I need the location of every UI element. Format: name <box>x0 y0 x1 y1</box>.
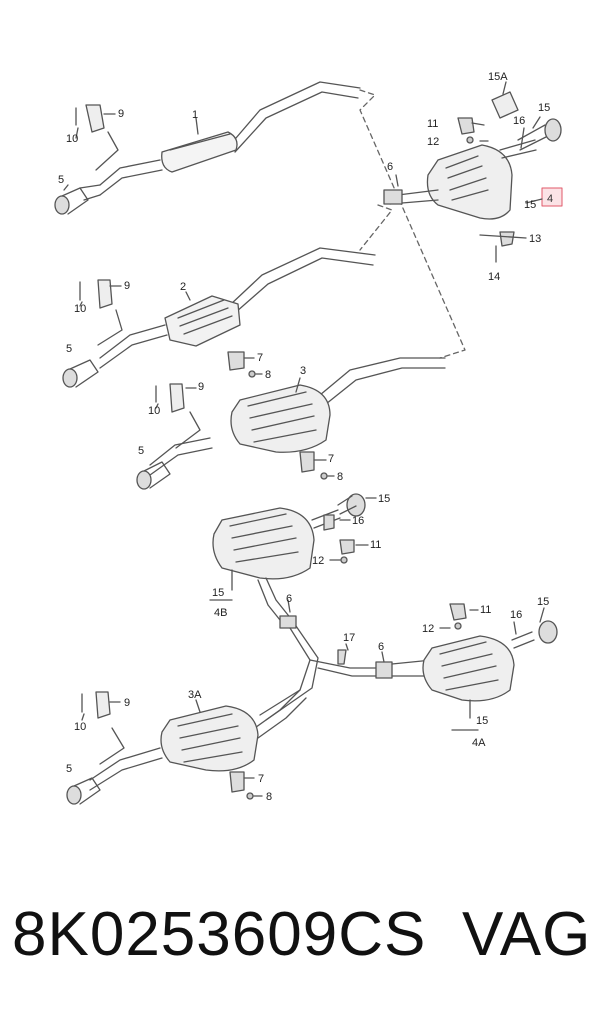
exhaust-parts-diagram: 1 9 10 5 15A 15 11 16 12 6 15 4 13 14 2 … <box>54 71 563 805</box>
label-9c: 9 <box>198 381 204 393</box>
label-5d: 5 <box>66 763 72 775</box>
front-pipe-assembly-3 <box>136 357 446 490</box>
label-6: 6 <box>387 161 393 173</box>
label-7: 7 <box>257 352 263 364</box>
label-8: 8 <box>265 369 271 381</box>
label-5: 5 <box>58 174 64 186</box>
rear-muffler-assembly-4 <box>383 81 563 263</box>
label-15b: 15 <box>524 199 536 211</box>
footer: 8K0253609CS VAG <box>0 895 600 1005</box>
label-16b: 16 <box>352 515 364 527</box>
label-10c: 10 <box>148 405 160 417</box>
label-17: 17 <box>343 632 355 644</box>
label-6b: 6 <box>286 593 292 605</box>
label-10d: 10 <box>74 721 86 733</box>
label-14: 14 <box>488 271 500 283</box>
label-15e: 15 <box>537 596 549 608</box>
label-5b: 5 <box>66 343 72 355</box>
label-10: 10 <box>66 133 78 145</box>
part-number: 8K0253609CS <box>12 900 427 969</box>
label-12: 12 <box>427 136 439 148</box>
muffler-assembly-4b <box>209 493 377 629</box>
label-11b: 11 <box>370 539 381 551</box>
label-4: 4 <box>547 193 553 205</box>
label-4a: 4A <box>472 737 486 749</box>
front-pipe-assembly-2 <box>62 247 376 388</box>
label-11c: 11 <box>480 604 491 616</box>
label-10b: 10 <box>74 303 86 315</box>
label-7b: 7 <box>328 453 334 465</box>
label-7c: 7 <box>258 773 264 785</box>
label-6c: 6 <box>378 641 384 653</box>
label-5c: 5 <box>138 445 144 457</box>
label-9b: 9 <box>124 280 130 292</box>
label-16c: 16 <box>510 609 522 621</box>
label-8b: 8 <box>337 471 343 483</box>
label-12b: 12 <box>312 555 324 567</box>
label-12c: 12 <box>422 623 434 635</box>
label-15a: 15A <box>488 71 508 83</box>
label-8c: 8 <box>266 791 272 803</box>
brand-name: VAG <box>462 900 592 969</box>
front-pipe-assembly-3a <box>66 689 307 805</box>
label-3: 3 <box>300 365 306 377</box>
label-3a: 3A <box>188 689 202 701</box>
label-9: 9 <box>118 108 124 120</box>
front-pipe-assembly-1 <box>54 81 361 215</box>
label-15c: 15 <box>378 493 390 505</box>
label-15d: 15 <box>212 587 224 599</box>
label-4b: 4B <box>214 607 227 619</box>
label-2: 2 <box>180 281 186 293</box>
label-15: 15 <box>538 102 550 114</box>
label-15f: 15 <box>476 715 488 727</box>
label-9d: 9 <box>124 697 130 709</box>
y-pipe-and-muffler-4a <box>259 603 558 731</box>
callout-labels: 1 9 10 5 15A 15 11 16 12 6 15 4 13 14 2 … <box>58 71 553 803</box>
label-11: 11 <box>427 118 438 130</box>
label-16: 16 <box>513 115 525 127</box>
label-13: 13 <box>529 233 541 245</box>
label-1: 1 <box>192 109 198 121</box>
